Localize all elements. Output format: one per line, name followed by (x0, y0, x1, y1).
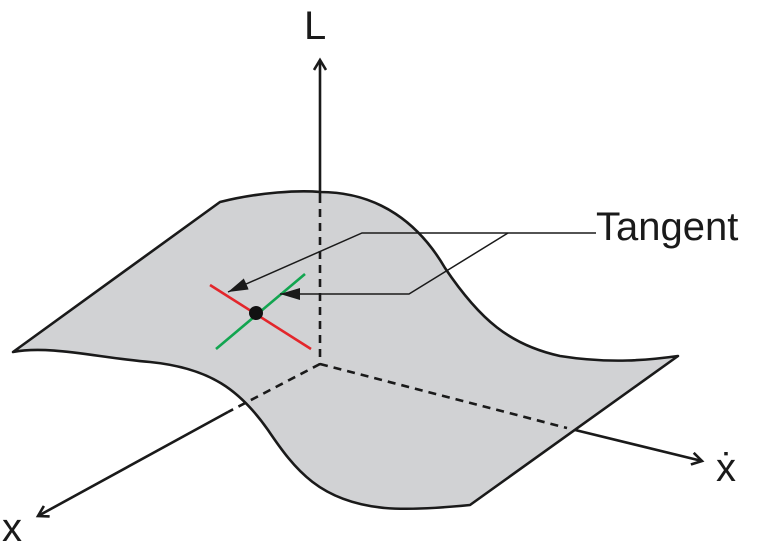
surface (11, 190, 680, 511)
annotation-label: Tangent (596, 205, 739, 249)
leader-line-green (280, 232, 509, 300)
l-axis-label: L (304, 4, 327, 48)
x-axis-line (38, 410, 229, 516)
tangent-point (249, 306, 263, 320)
leader-line-red (227, 232, 596, 293)
xdot-axis-line (566, 426, 702, 461)
x-axis-dashed (227, 362, 321, 414)
xdot-axis-dashed (319, 362, 568, 430)
x-axis-label: x (2, 506, 22, 550)
xdot-axis-label: ẋ (716, 446, 736, 490)
